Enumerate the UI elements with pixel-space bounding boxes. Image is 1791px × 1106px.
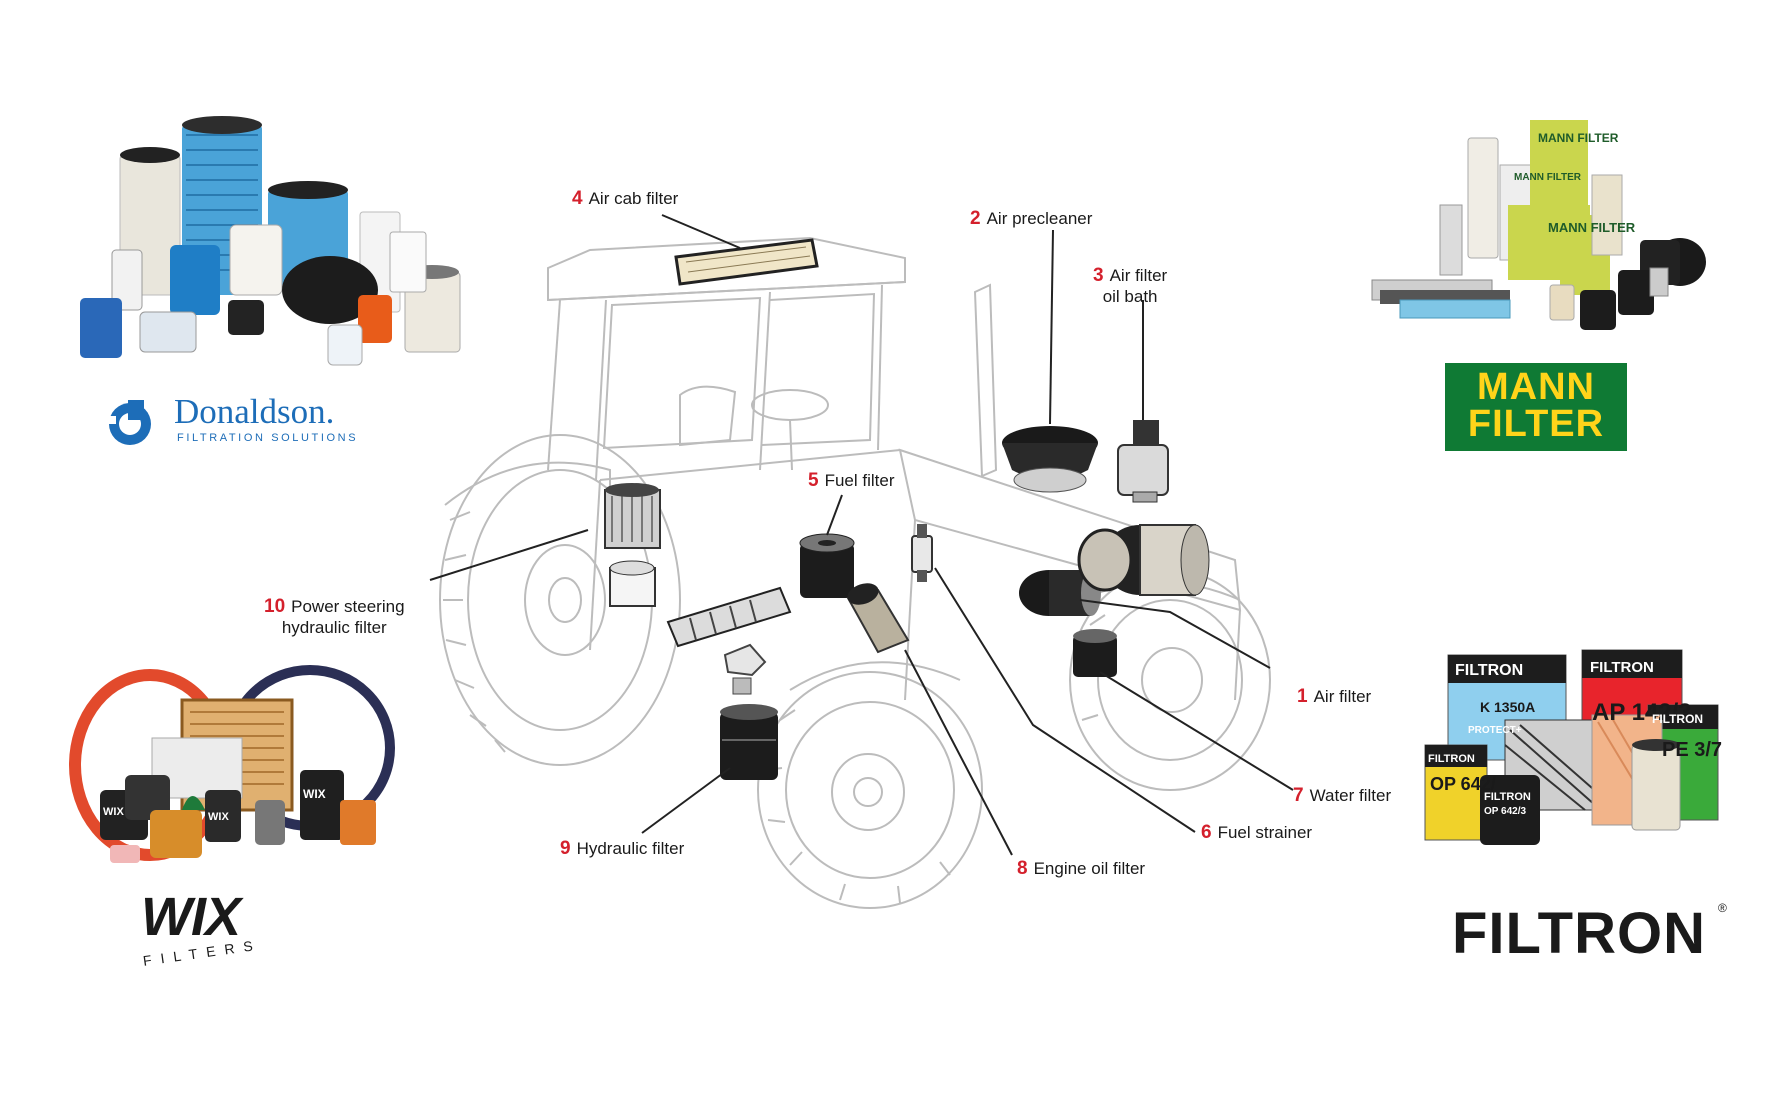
label-number: 3 bbox=[1093, 265, 1104, 286]
leader-hydraulic bbox=[641, 767, 731, 834]
label-engine-oil-filter: 8 Engine oil filter bbox=[1017, 858, 1145, 879]
air-filter-part bbox=[1019, 524, 1210, 616]
water-filter-part bbox=[1073, 629, 1117, 677]
donaldson-tagline: FILTRATION SOLUTIONS bbox=[177, 432, 359, 444]
filtron-registered-mark: ® bbox=[1718, 901, 1727, 915]
leader-fuel-strainer bbox=[934, 567, 1196, 833]
label-text: Water filter bbox=[1309, 786, 1392, 805]
label-power-steering: 10 Power steering hydraulic filter bbox=[264, 596, 405, 638]
air-precleaner-part bbox=[1002, 426, 1098, 493]
wix-box-label: WIX bbox=[208, 811, 229, 823]
filtron-box-label: OP 642/3 bbox=[1484, 806, 1527, 817]
leader-power-steering bbox=[429, 529, 589, 581]
label-number: 4 bbox=[572, 188, 583, 209]
filtron-box-label: PROTECT+ bbox=[1468, 725, 1522, 736]
label-number: 1 bbox=[1297, 686, 1308, 707]
label-subtext: hydraulic filter bbox=[281, 618, 387, 637]
leader-lines bbox=[429, 214, 1294, 856]
mann-logo-line2: FILTER bbox=[1467, 403, 1605, 445]
leader-air-precleaner bbox=[1049, 229, 1054, 425]
filtron-box-label: FILTRON bbox=[1652, 712, 1703, 726]
label-hydraulic-filter: 9 Hydraulic filter bbox=[560, 838, 684, 859]
filtron-box-label: OP 642/ bbox=[1430, 774, 1496, 794]
wix-box-label: WIX bbox=[103, 806, 124, 818]
filtron-products bbox=[1424, 649, 1719, 845]
label-text: Air filter bbox=[1313, 687, 1372, 706]
wix-wordmark: WIX bbox=[141, 887, 241, 947]
mann-logo-line1: MANN bbox=[1477, 366, 1595, 408]
wix-box-labels: WIX WIX WIX bbox=[103, 787, 326, 823]
label-text: Engine oil filter bbox=[1033, 859, 1146, 878]
mann-box-label: MANN FILTER bbox=[1548, 220, 1636, 235]
leader-air-cab bbox=[661, 214, 741, 249]
mann-products bbox=[1371, 120, 1706, 330]
donaldson-logo-icon bbox=[106, 400, 151, 445]
fuel-strainer-part bbox=[911, 524, 933, 582]
hydraulic-filter-part bbox=[720, 643, 778, 780]
label-fuel-filter: 5 Fuel filter bbox=[808, 470, 895, 491]
label-number: 9 bbox=[560, 838, 571, 859]
label-number: 8 bbox=[1017, 858, 1028, 879]
label-number: 10 bbox=[264, 596, 286, 617]
label-text: Fuel strainer bbox=[1217, 823, 1313, 842]
label-air-filter-oil-bath: 3 Air filter oil bath bbox=[1093, 265, 1167, 307]
filtron-box-label: FILTRON bbox=[1484, 791, 1531, 803]
label-air-cab-filter: 4 Air cab filter bbox=[572, 188, 678, 209]
strainer-cylinder-part bbox=[666, 586, 792, 648]
mann-box-label: MANN FILTER bbox=[1538, 131, 1619, 145]
label-air-precleaner: 2 Air precleaner bbox=[970, 208, 1092, 229]
wix-box-label: WIX bbox=[303, 787, 326, 801]
donaldson-wordmark: Donaldson. bbox=[174, 392, 335, 431]
filtron-wordmark: FILTRON bbox=[1452, 901, 1706, 966]
air-filter-oil-bath-part bbox=[1117, 420, 1169, 503]
label-text: Fuel filter bbox=[824, 471, 895, 490]
label-number: 7 bbox=[1293, 785, 1304, 806]
filtron-box-label: FILTRON bbox=[1428, 753, 1475, 765]
leader-air-filter bbox=[1079, 599, 1271, 669]
filtron-box-labels: FILTRON K 1350A FILTRON AP 142/3 FILTRON… bbox=[1428, 659, 1722, 817]
air-cab-filter-part bbox=[674, 238, 819, 286]
label-number: 6 bbox=[1201, 822, 1212, 843]
label-text: Air precleaner bbox=[986, 209, 1093, 228]
label-air-filter: 1 Air filter bbox=[1297, 686, 1371, 707]
filtron-box-label: FILTRON bbox=[1455, 662, 1523, 679]
wix-products bbox=[69, 665, 395, 863]
leader-fuel-filter bbox=[826, 494, 843, 536]
label-text: Power steering bbox=[291, 597, 405, 616]
power-steering-filter-part bbox=[604, 483, 661, 607]
mann-box-label: MANN FILTER bbox=[1514, 172, 1582, 183]
label-subtext: oil bath bbox=[1102, 287, 1158, 306]
mann-box-labels: MANN FILTER MANN FILTER MANN FILTER bbox=[1514, 131, 1636, 235]
filtron-box-label: PE 3/7 bbox=[1662, 739, 1722, 761]
mann-filter-logo: MANN FILTER bbox=[1445, 363, 1627, 451]
label-text: Air cab filter bbox=[588, 189, 679, 208]
filtron-box-label: FILTRON bbox=[1590, 659, 1654, 676]
donaldson-products bbox=[80, 116, 461, 366]
label-number: 2 bbox=[970, 208, 981, 229]
label-number: 5 bbox=[808, 470, 819, 491]
filtron-box-label: K 1350A bbox=[1480, 699, 1535, 715]
label-fuel-strainer: 6 Fuel strainer bbox=[1201, 822, 1312, 843]
label-water-filter: 7 Water filter bbox=[1293, 785, 1391, 806]
label-text: Hydraulic filter bbox=[576, 839, 685, 858]
leader-engine-oil bbox=[904, 649, 1013, 856]
label-text: Air filter bbox=[1109, 266, 1168, 285]
filtron-box-label: AP 142/3 bbox=[1592, 699, 1692, 726]
leader-water-filter bbox=[1099, 671, 1294, 791]
fuel-filter-part bbox=[799, 533, 855, 598]
engine-oil-filter-part bbox=[846, 583, 910, 654]
